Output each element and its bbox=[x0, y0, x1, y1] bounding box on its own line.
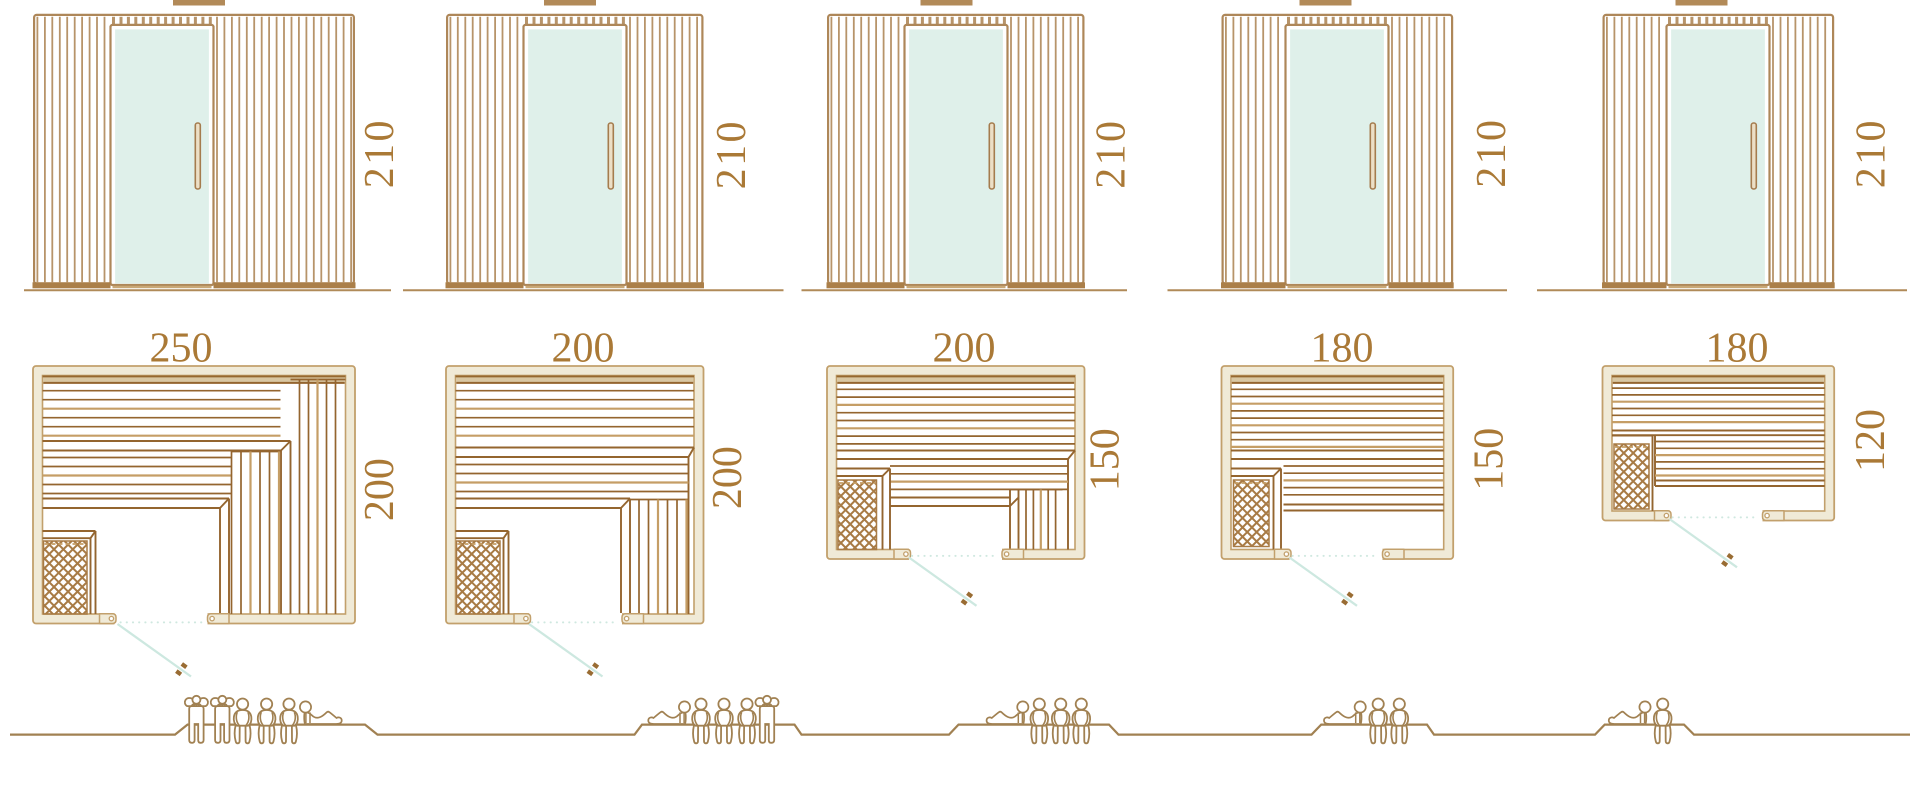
svg-text:200: 200 bbox=[552, 326, 615, 372]
svg-text:120: 120 bbox=[1848, 409, 1894, 472]
svg-text:150: 150 bbox=[1083, 428, 1129, 491]
svg-text:150: 150 bbox=[1467, 428, 1513, 491]
svg-text:210: 210 bbox=[357, 118, 403, 188]
svg-text:180: 180 bbox=[1311, 326, 1374, 372]
svg-text:200: 200 bbox=[933, 326, 996, 372]
svg-text:210: 210 bbox=[1089, 119, 1135, 189]
svg-text:180: 180 bbox=[1706, 326, 1769, 372]
svg-text:210: 210 bbox=[709, 119, 755, 189]
svg-text:210: 210 bbox=[1469, 118, 1515, 188]
svg-text:200: 200 bbox=[357, 458, 403, 521]
svg-text:200: 200 bbox=[705, 446, 751, 509]
svg-text:210: 210 bbox=[1849, 118, 1895, 188]
svg-text:250: 250 bbox=[150, 326, 213, 372]
